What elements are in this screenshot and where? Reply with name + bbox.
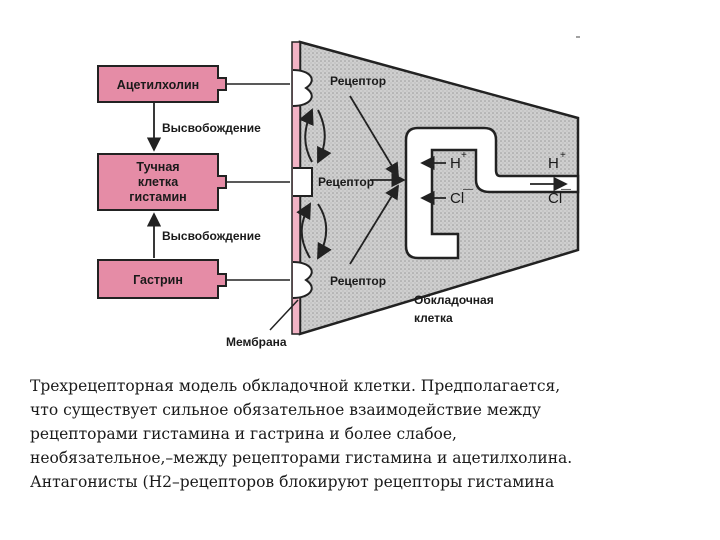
figure-caption: Трехрецепторная модель обкладочной клетк… <box>30 374 700 494</box>
mast-cell-label-1: Тучная <box>136 160 179 174</box>
receptor-notch-middle <box>293 167 313 197</box>
cl-ion-label: Cl <box>450 190 464 207</box>
interaction-arrow-lower <box>317 203 332 260</box>
gastrin-label: Гастрин <box>133 273 183 287</box>
h-ion-charge: + <box>461 150 467 161</box>
caption-line-4: необязательное,–между рецепторами гистам… <box>30 449 573 467</box>
receptor-label-middle: Рецептор <box>318 175 374 189</box>
cl-ion-out-label: Cl <box>548 190 562 207</box>
receptor-notch-top <box>292 69 313 107</box>
cl-ion-out-charge: — <box>561 184 571 195</box>
interaction-arrow-upper <box>317 109 332 164</box>
membrane-pointer <box>269 299 299 331</box>
parietal-cell-label-2: клетка <box>414 311 453 325</box>
caption-line-1: Трехрецепторная модель обкладочной клетк… <box>30 377 561 395</box>
caption-line-5: Антагонисты (Н2–рецепторов блокируют рец… <box>30 473 555 491</box>
cl-ion-charge: — <box>463 184 473 195</box>
h-ion-label: H <box>450 155 461 172</box>
membrane-label: Мембрана <box>226 335 287 349</box>
acetylcholine-label: Ацетилхолин <box>117 78 199 92</box>
parietal-cell-diagram: Ацетилхолин Тучная клетка гистамин Гастр… <box>97 36 580 349</box>
interaction-arrow-upper-back <box>299 108 314 163</box>
receptor-label-top: Рецептор <box>330 74 386 88</box>
mast-cell-box: Тучная клетка гистамин <box>97 153 227 211</box>
receptor-arrow-top <box>349 95 399 178</box>
receptor-notch-bottom <box>292 261 313 299</box>
parietal-cell-label-1: Обкладочная <box>414 293 494 307</box>
caption-line-3: рецепторами гистамина и гастрина и более… <box>30 425 457 443</box>
h-ion-out-label: H <box>548 155 559 172</box>
receptor-arrow-bottom <box>349 184 399 265</box>
canaliculus <box>404 126 580 260</box>
mast-cell-label-2: клетка <box>138 175 179 189</box>
receptor-label-bottom: Рецептор <box>330 274 386 288</box>
gastrin-box: Гастрин <box>97 259 227 299</box>
acetylcholine-box: Ацетилхолин <box>97 65 227 103</box>
release-label-top: Высвобождение <box>162 121 261 135</box>
h-ion-out-charge: + <box>560 150 566 161</box>
caption-line-2: что существует сильное обязательное взаи… <box>30 401 541 419</box>
release-label-bottom: Высвобождение <box>162 229 261 243</box>
mast-cell-label-3: гистамин <box>129 190 186 204</box>
interaction-arrow-lower-back <box>296 202 311 259</box>
